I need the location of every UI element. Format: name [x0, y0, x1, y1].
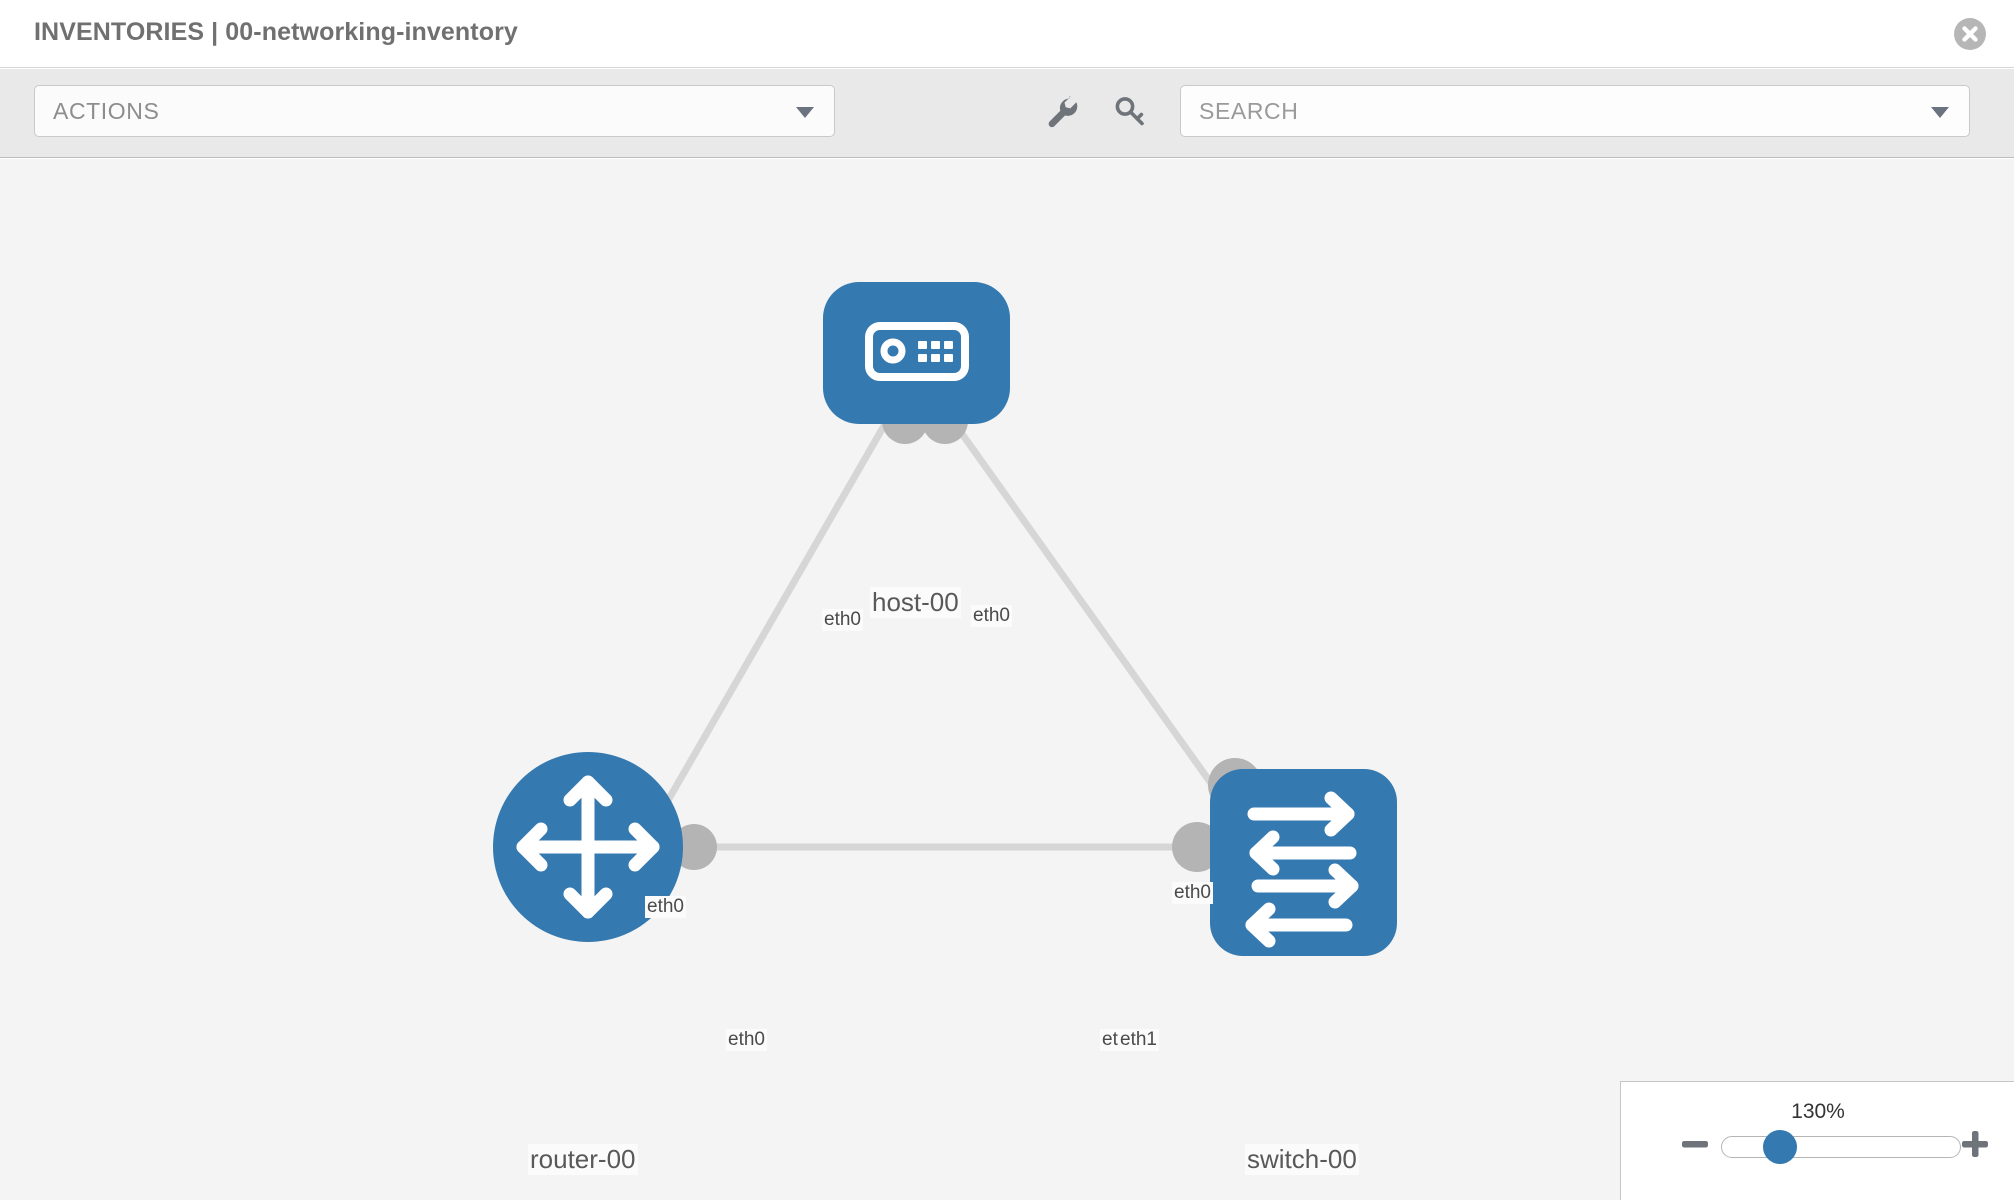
node-label-host-00: host-00 — [870, 587, 961, 618]
link-host-switch — [952, 421, 1248, 834]
connector-router-east — [671, 824, 717, 870]
chevron-down-icon[interactable] — [1931, 107, 1949, 118]
node-router-00 — [493, 752, 683, 942]
chevron-down-icon — [796, 107, 814, 118]
node-host-00[interactable] — [823, 282, 1010, 424]
node-router-00[interactable] — [493, 752, 683, 942]
zoom-slider-thumb[interactable] — [1763, 1130, 1797, 1164]
node-label-router-00: router-00 — [528, 1144, 638, 1175]
page-header: INVENTORIES | 00-networking-inventory — [0, 0, 2014, 68]
zoom-control-panel: 130% — [1620, 1081, 2014, 1200]
link-router-host — [636, 422, 889, 851]
interface-label: eth0 — [726, 1029, 767, 1051]
interface-label: eth0 — [645, 896, 686, 918]
node-switch-00 — [1210, 769, 1397, 956]
router-arrows-icon — [516, 775, 660, 919]
key-icon[interactable] — [1108, 90, 1152, 134]
server-icon — [865, 322, 969, 381]
connector-switch-west — [1172, 822, 1222, 872]
minus-icon[interactable] — [1677, 1126, 1713, 1162]
interface-label: eth0 — [971, 605, 1012, 627]
close-icon[interactable] — [1954, 18, 1986, 50]
actions-dropdown-label: ACTIONS — [53, 98, 160, 124]
interface-label: eth1 — [1118, 1029, 1159, 1051]
topology-canvas[interactable]: host-00 router-00 switch-00 eth0 eth0 et… — [0, 159, 2014, 1200]
node-switch-00[interactable] — [1210, 769, 1397, 956]
plus-icon[interactable] — [1957, 1126, 1993, 1162]
zoom-slider-track[interactable] — [1721, 1136, 1961, 1158]
actions-dropdown[interactable]: ACTIONS — [34, 85, 835, 137]
page-title: INVENTORIES | 00-networking-inventory — [34, 18, 518, 46]
wrench-icon[interactable] — [1040, 90, 1084, 134]
switch-arrows-icon — [1245, 791, 1359, 948]
interface-label: eth0 — [822, 609, 863, 631]
interface-label: eth0 — [1172, 882, 1213, 904]
node-label-switch-00: switch-00 — [1245, 1144, 1359, 1175]
topology-links — [636, 421, 1250, 851]
node-host-00 — [823, 282, 1010, 424]
topology-graph — [493, 282, 1397, 956]
search-input[interactable]: SEARCH — [1180, 85, 1970, 137]
zoom-level-label: 130% — [1791, 1100, 1845, 1123]
search-placeholder: SEARCH — [1199, 98, 1299, 124]
